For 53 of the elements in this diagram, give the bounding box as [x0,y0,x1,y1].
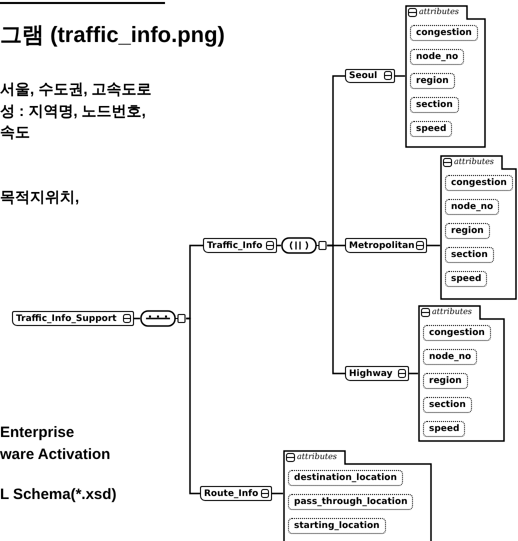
connector [277,244,281,246]
connector [186,318,200,494]
element-name: Metropolitan [349,240,415,250]
text-line: 목적지위치, [0,188,80,207]
connector [134,318,140,320]
attribute-box: pass_through_location [288,494,414,510]
connector [395,75,405,77]
connector [409,372,418,374]
text-line: 서울, 수도권, 고속도로 [0,80,152,99]
attribute-group [440,155,518,300]
connector [327,244,345,374]
attribute-box: node_no [445,199,500,215]
element-name: Seoul [349,71,378,81]
attribute-box: speed [445,271,488,287]
attribute-box: region [410,73,455,89]
attribute-group [283,450,433,541]
attribute-box: congestion [445,175,513,191]
text-line: ware Activation [0,446,110,463]
element-box [203,238,277,253]
attribute-group [418,305,506,442]
text-line: 성 : 지역명, 노드번호, 속도 [0,102,147,143]
connector [427,244,440,246]
element-box [345,238,427,253]
element-box [200,486,272,501]
title: 그램 (traffic_info.png) [0,21,225,49]
text-line: Enterprise [0,424,74,441]
element-box [12,311,134,326]
text-line: L Schema(*.xsd) [0,486,116,503]
attribute-box: section [410,97,459,113]
attribute-box: node_no [410,49,464,65]
element-box [345,69,395,83]
attribute-box: node_no [423,349,478,365]
attribute-box: congestion [423,325,491,341]
element-box [345,366,409,381]
group-label: attributes [297,452,337,461]
element-name: Highway [349,368,392,378]
attribute-box: region [445,223,490,239]
attribute-box: section [445,247,494,263]
connector [272,492,283,494]
attribute-box: speed [423,421,466,437]
element-name: Traffic_Info [207,240,262,250]
attribute-group [405,5,487,148]
group-label: attributes [419,7,459,16]
group-label: attributes [432,307,472,316]
attribute-box: starting_location [288,518,386,534]
attribute-box: destination_location [288,470,403,486]
group-label: attributes [454,157,494,166]
element-name: Traffic_Info_Support [16,314,117,324]
element-name: Route_Info [204,488,258,498]
attribute-box: region [423,373,468,389]
attribute-box: congestion [410,25,478,41]
attribute-box: speed [410,121,452,137]
attribute-box: section [423,397,472,413]
